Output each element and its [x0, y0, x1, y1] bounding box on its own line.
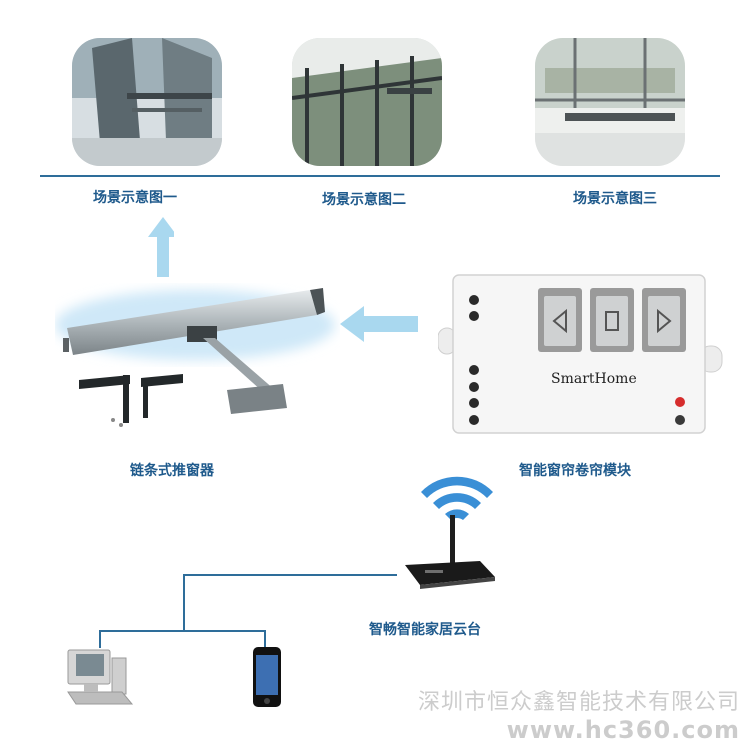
- desktop-computer-icon: [67, 649, 134, 705]
- wifi-icon: [421, 476, 493, 520]
- window-scene-icon: [535, 38, 685, 166]
- brand-label: SmartHome: [551, 371, 637, 387]
- module-caption: 智能窗帘卷帘模块: [519, 463, 631, 479]
- divider-line: [40, 175, 720, 177]
- scene-caption-2: 场景示意图二: [322, 192, 406, 208]
- watermark-company: 深圳市恒众鑫智能技术有限公司: [417, 690, 740, 715]
- scene-photo-2: [292, 38, 442, 166]
- scene-caption-3: 场景示意图三: [573, 191, 657, 207]
- smarthome-module: SmartHome: [437, 270, 723, 438]
- gateway-caption: 智畅智能家居云台: [369, 622, 481, 638]
- router-image: [405, 515, 495, 589]
- arrow-up-icon: [148, 217, 174, 277]
- arrow-left-icon: [340, 306, 418, 342]
- scene-photo-1: [72, 38, 222, 166]
- window-scene-icon: [292, 38, 442, 166]
- actuator-caption: 链条式推窗器: [130, 463, 214, 479]
- scene-photo-3: [535, 38, 685, 166]
- smartphone-icon: [253, 647, 281, 707]
- watermark: 深圳市恒众鑫智能技术有限公司 www.hc360.com: [418, 684, 740, 744]
- chain-actuator-image: [55, 288, 335, 427]
- smarthome-module-icon: [437, 274, 723, 434]
- window-scene-icon: [72, 38, 222, 166]
- scene-caption-1: 场景示意图一: [93, 190, 177, 206]
- watermark-url: www.hc360.com: [506, 716, 740, 744]
